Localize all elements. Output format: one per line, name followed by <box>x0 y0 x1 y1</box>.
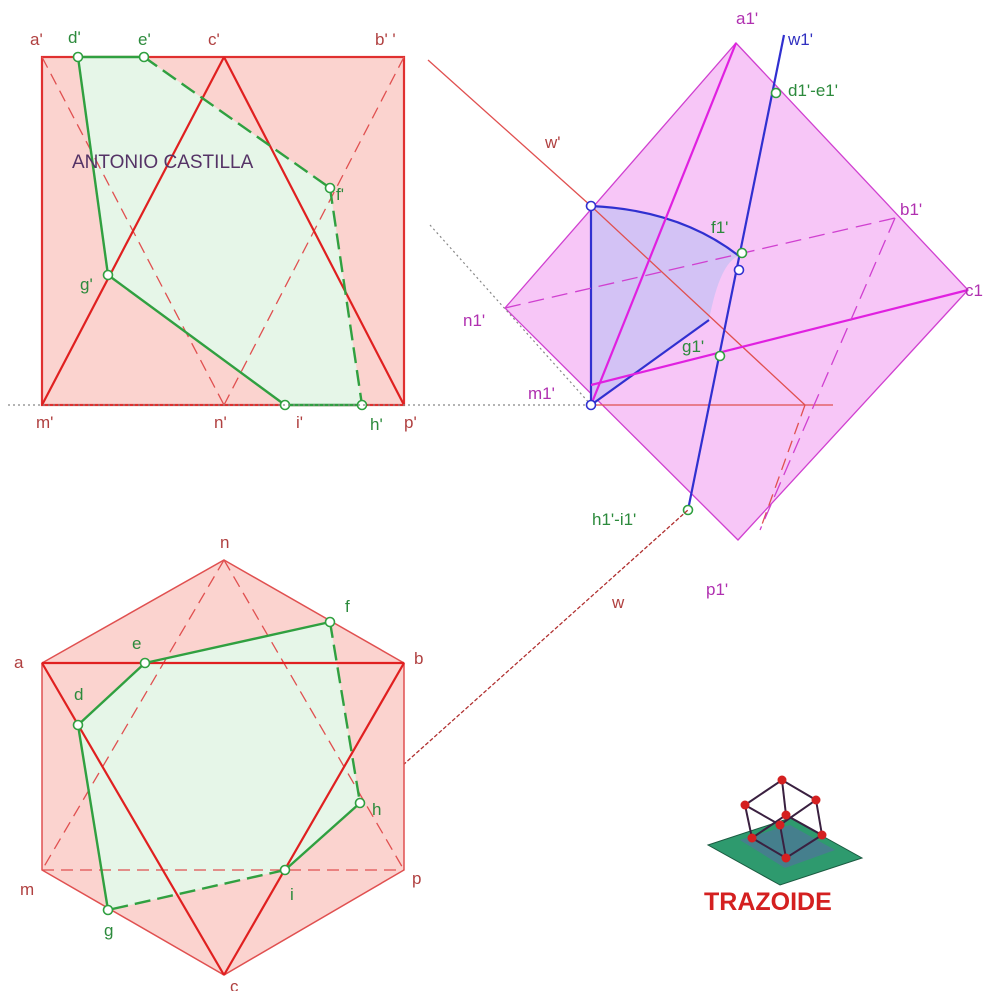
label-n1: n1' <box>463 311 485 330</box>
section-edge <box>284 802 361 871</box>
label-p-plan: p <box>412 869 421 888</box>
aux-octahedron <box>504 42 969 541</box>
aux-hidden-edge <box>759 217 896 531</box>
label-p1: p1' <box>706 580 728 599</box>
point-de1 <box>770 87 782 99</box>
elevation-section-fill <box>78 57 362 405</box>
point-hi1 <box>682 504 694 516</box>
label-f-plan: f <box>345 597 350 616</box>
label-g1: g1' <box>682 337 704 356</box>
aux-edge <box>589 42 738 406</box>
label-b1: b1' <box>900 200 922 219</box>
label-h-elev: h' <box>370 415 383 434</box>
section-edge-hidden <box>328 621 362 804</box>
label-c-elev: c' <box>208 30 220 49</box>
label-b-elev: b' ' <box>375 30 396 49</box>
hidden-edge <box>41 559 225 871</box>
point-h-elev <box>356 399 368 411</box>
cube-icon <box>706 775 864 886</box>
point-f-plan <box>324 616 336 628</box>
author-name: ANTONIO CASTILLA <box>72 152 254 173</box>
rotated-section-fill <box>591 206 739 405</box>
point-f1-rotated <box>733 264 745 276</box>
point-g-plan <box>102 904 114 916</box>
label-m-plan: m <box>20 880 34 899</box>
point-e-elev <box>138 51 150 63</box>
label-e-elev: e' <box>138 30 151 49</box>
label-hi1: h1'-i1' <box>592 510 636 529</box>
label-de1: d1'-e1' <box>788 81 838 100</box>
section-edge-hidden <box>143 56 331 189</box>
elevation-view: a' d' e' c' b' ' f' g' m' n' i' h' p' AN… <box>8 28 590 434</box>
projector-w <box>427 59 592 207</box>
label-f1: f1' <box>711 218 728 237</box>
line-w <box>402 509 689 766</box>
label-a1: a1' <box>736 9 758 28</box>
section-edge-hidden <box>107 868 286 912</box>
section-edge <box>107 274 286 406</box>
section-edge-hidden <box>328 187 364 406</box>
section-edge <box>76 56 110 276</box>
point-d-elev <box>72 51 84 63</box>
point-h-plan <box>354 797 366 809</box>
auxiliary-view: a1' w1' d1'-e1' w' b1' f1' c1 n1' g1' m1… <box>427 9 983 599</box>
label-b-plan: b <box>414 649 423 668</box>
label-g-elev: g' <box>80 275 93 294</box>
section-edge <box>144 620 331 665</box>
plan-view: n f a e b d h m i p g c <box>14 533 423 991</box>
fold-line <box>429 224 592 406</box>
label-d-plan: d <box>74 685 83 704</box>
section-edge <box>76 724 110 911</box>
label-e-plan: e <box>132 634 141 653</box>
label-w-aux: w' <box>544 133 561 152</box>
label-h-plan: h <box>372 800 381 819</box>
label-c1: c1 <box>965 281 983 300</box>
visible-edge <box>41 662 225 976</box>
point-m1 <box>585 399 597 411</box>
label-p-elev: p' <box>404 413 417 432</box>
label-a-elev: a' <box>30 30 43 49</box>
point-rotation-top <box>585 200 597 212</box>
visible-edge <box>223 56 405 406</box>
label-n-elev: n' <box>214 413 227 432</box>
visible-edge <box>41 56 225 406</box>
label-a-plan: a <box>14 653 24 672</box>
plan-section-fill <box>78 622 360 910</box>
label-c-plan: c <box>230 977 239 991</box>
trazoide-logo: TRAZOIDE <box>704 775 864 916</box>
logo-text: TRAZOIDE <box>704 888 832 916</box>
label-g-plan: g <box>104 921 113 940</box>
label-m1: m1' <box>528 384 555 403</box>
rotated-edge <box>590 319 710 406</box>
label-f-elev: f' <box>336 185 344 204</box>
point-e-plan <box>139 657 151 669</box>
label-w1: w1' <box>787 30 813 49</box>
point-f-elev <box>324 182 336 194</box>
aux-edge <box>590 288 969 387</box>
aux-hidden-edge <box>504 217 896 309</box>
construction-line <box>759 404 806 531</box>
point-g1 <box>714 350 726 362</box>
label-i-elev: i' <box>296 413 303 432</box>
label-n-plan: n <box>220 533 229 552</box>
visible-edge <box>223 662 405 976</box>
point-i-plan <box>279 864 291 876</box>
point-f1 <box>736 247 748 259</box>
rotation-arc <box>590 204 740 257</box>
label-m-elev: m' <box>36 413 53 432</box>
point-g-elev <box>102 269 114 281</box>
section-edge <box>77 662 146 726</box>
label-i-plan: i <box>290 885 294 904</box>
label-d-elev: d' <box>68 28 81 47</box>
point-d-plan <box>72 719 84 731</box>
hidden-edge <box>223 559 405 871</box>
label-w-plan: w <box>611 593 625 612</box>
construction-line <box>590 205 806 406</box>
